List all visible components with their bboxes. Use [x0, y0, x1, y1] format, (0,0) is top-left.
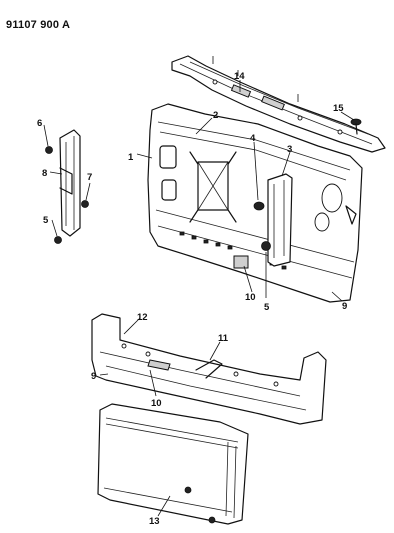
- fastener-5-left: [54, 236, 62, 244]
- callout-3: 3: [287, 144, 292, 155]
- callout-2: 2: [213, 110, 218, 121]
- callout-5-panel: 5: [264, 302, 270, 313]
- callout-10-panel: 10: [245, 292, 256, 303]
- nut-part: [261, 241, 271, 251]
- fastener-6: [45, 146, 53, 154]
- callout-labels: 1 2 3 4 5 5 6 7 8 9 9 10 10 11 12 13 14 …: [37, 71, 347, 527]
- callout-1: 1: [128, 152, 134, 163]
- diagram-number: 91107 900 A: [6, 19, 71, 31]
- callout-9-left: 9: [91, 371, 96, 382]
- callout-12: 12: [137, 312, 148, 323]
- fastener-13a: [184, 486, 192, 494]
- fastener-7: [81, 200, 89, 208]
- side-bracket-part: [59, 129, 81, 237]
- callout-4: 4: [250, 133, 256, 144]
- vertical-bracket-part: [267, 173, 293, 267]
- fastener-13b: [208, 516, 216, 524]
- callout-6: 6: [37, 118, 42, 129]
- upper-crossmember-part: [171, 55, 386, 153]
- callout-9-right: 9: [342, 301, 347, 312]
- callout-15: 15: [333, 103, 344, 114]
- callout-8: 8: [42, 168, 47, 179]
- lower-reinforcement-part: [91, 313, 327, 425]
- callout-13: 13: [149, 516, 160, 527]
- screw-part: [350, 118, 362, 135]
- grille-panel-part: [97, 403, 249, 525]
- callout-7: 7: [87, 172, 92, 183]
- callout-14: 14: [234, 71, 245, 82]
- callout-5-left: 5: [43, 215, 49, 226]
- callout-10-lower: 10: [151, 398, 162, 409]
- bolt-part: [253, 201, 265, 211]
- callout-11: 11: [218, 333, 229, 344]
- leader-lines: [43, 80, 355, 517]
- radiator-support-part: [147, 103, 363, 303]
